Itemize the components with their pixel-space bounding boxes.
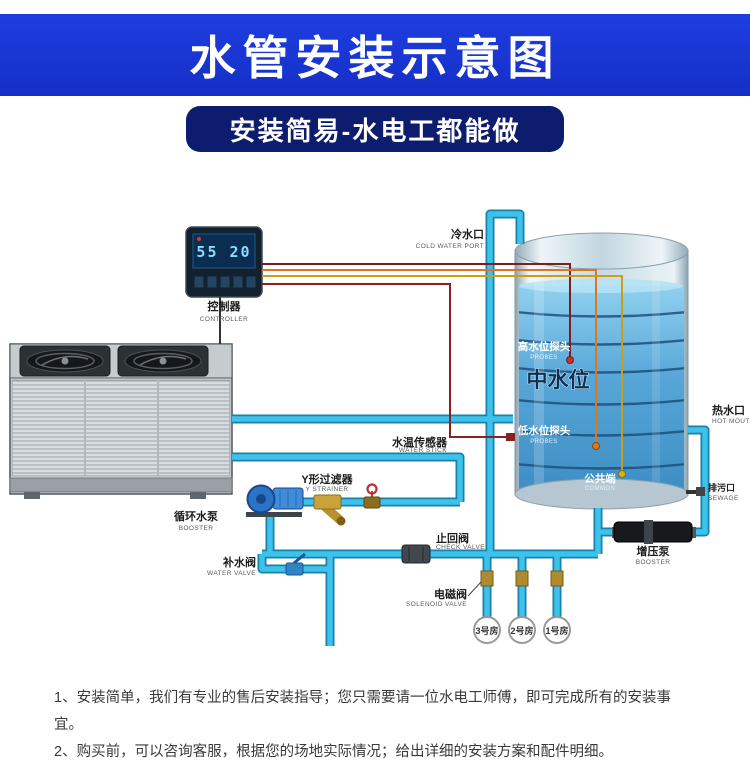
wire-low-probe: [262, 269, 597, 444]
heat-pump-grille: [11, 379, 231, 477]
makeup-valve-label: 补水阀: [222, 555, 256, 569]
wire-temp-sensor: [262, 283, 514, 438]
controller-button[interactable]: [193, 275, 205, 289]
makeup-valve-label-en: WATER VALVE: [207, 570, 256, 577]
controller: 55 20: [185, 226, 263, 298]
controller-label-en: CONTROLLER: [200, 316, 248, 323]
common-label: 公共端: [584, 472, 616, 485]
fan-right-icon: [117, 345, 209, 377]
valve-handwheel-icon: [366, 483, 378, 495]
cold-port-label: 冷水口: [451, 227, 484, 241]
notes-section: 1、安装简单，我们有专业的售后安装指导；您只需要请一位水电工师傅，即可完成所有的…: [0, 679, 750, 766]
cold-port-label-en: COLD WATER PORT: [416, 243, 484, 250]
tank-dome: [514, 232, 689, 270]
page-title: 水管安装示意图: [189, 32, 561, 84]
diagram-labels: 冷水口 COLD WATER PORT 控制器 CONTROLLER 高水位探头…: [174, 227, 750, 608]
controller-button[interactable]: [206, 275, 218, 289]
controller-button[interactable]: [232, 275, 244, 289]
pipe-makeup-line: [259, 554, 330, 572]
high-probe-tip: [566, 356, 574, 364]
controller-screen: [192, 233, 256, 269]
tank-water: [519, 286, 684, 492]
heat-pump-unit: [9, 343, 233, 499]
solenoid-pointer-line: [467, 581, 482, 597]
subtitle-text: 安装简易-水电工都能做: [229, 115, 521, 146]
components: 3号房 2号房 1号房: [246, 483, 705, 644]
circ-pump-label-en: BOOSTER: [179, 525, 214, 532]
hot-port-label: 热水口: [712, 403, 745, 417]
y-strainer-label: Y形过滤器: [301, 472, 353, 486]
solenoid-label: 电磁阀: [434, 587, 467, 601]
solenoid-valve: [550, 570, 564, 587]
room-3-label: 3号房: [475, 625, 498, 636]
low-probe-label-en: PROBES: [530, 439, 557, 445]
diagram-svg: 55 20: [9, 209, 750, 646]
room-1-label: 1号房: [545, 625, 568, 636]
hot-port-label-en: HOT MOUTH: [712, 418, 750, 425]
solenoid-valve: [515, 570, 529, 587]
controller-display: 55 20: [196, 243, 251, 261]
low-probe-tip: [592, 442, 600, 450]
circulation-pump: [246, 484, 304, 517]
check-valve-label-en: CHECK VALVE: [436, 544, 485, 551]
controller-label: 控制器: [208, 299, 242, 313]
room-1: 1号房: [543, 616, 571, 644]
pipe-cold-supply: [487, 211, 523, 554]
fan-left-icon: [19, 345, 111, 377]
sewage-port: [686, 487, 705, 496]
sensor-wires: [219, 263, 626, 597]
water-tank: [514, 232, 689, 510]
solenoid-label-en: SOLENOID VALVE: [406, 601, 467, 608]
booster-pump-label: 增压泵: [637, 544, 670, 558]
controller-button[interactable]: [245, 275, 257, 289]
low-probe-label: 低水位探头: [517, 424, 571, 437]
pipe-hot-outlet: [688, 427, 708, 535]
room-2-label: 2号房: [510, 625, 533, 636]
hand-valve: [363, 483, 381, 509]
room-3: 3号房: [473, 616, 501, 644]
subtitle-banner: 安装简易-水电工都能做: [186, 106, 564, 152]
heat-pump-foot: [190, 492, 206, 499]
common-label-en: COMMON: [585, 486, 615, 492]
pipe-network: [232, 209, 710, 646]
heat-pump-foot: [24, 492, 40, 499]
check-valve: [401, 544, 431, 564]
wire-high-probe: [262, 263, 571, 358]
water-sensor-label-en: WATER STICK: [399, 447, 447, 454]
circ-pump-label: 循环水泵: [174, 509, 218, 523]
note-2: 2、购买前，可以咨询客服，根据您的场地实际情况；给出详细的安装方案和配件明细。: [54, 744, 614, 760]
y-strainer: [313, 494, 346, 526]
wire-common: [262, 275, 623, 472]
check-valve-label: 止回阀: [436, 531, 469, 545]
booster-pump: [612, 520, 696, 544]
water-sensor-label: 水温传感器: [392, 435, 448, 449]
room-2: 2号房: [508, 616, 536, 644]
booster-pump-label-en: BOOSTER: [636, 559, 671, 566]
installation-diagram: 55 20: [0, 194, 750, 679]
sewage-label: 排污口: [708, 482, 735, 493]
controller-button[interactable]: [219, 275, 231, 289]
sewage-label-en: SEWAGE: [708, 495, 739, 502]
makeup-valve: [285, 552, 306, 576]
high-probe-label-en: PROBES: [530, 355, 557, 361]
tank-hoops: [519, 311, 684, 470]
header-banner: 水管安装示意图: [0, 14, 750, 96]
note-1: 1、安装简单，我们有专业的售后安装指导；您只需要请一位水电工师傅，即可完成所有的…: [54, 690, 672, 733]
high-probe-label: 高水位探头: [518, 340, 571, 353]
y-strainer-label-en: Y STRAINER: [306, 486, 349, 493]
mid-level-label: 中水位: [527, 368, 590, 392]
common-probe-tip: [618, 470, 626, 478]
temp-sensor-plug: [506, 433, 515, 441]
pipe-heatpump-inlet: [232, 454, 463, 502]
solenoid-valve: [480, 570, 494, 587]
